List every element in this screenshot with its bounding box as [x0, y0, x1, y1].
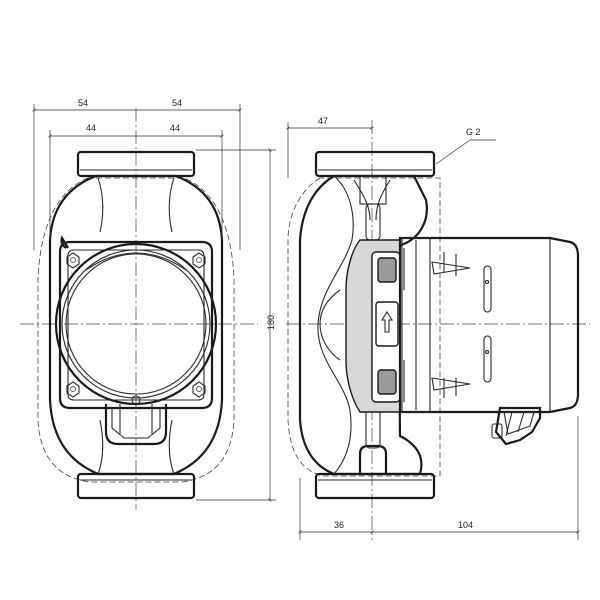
side-view: 47 G 2 36 104	[286, 116, 590, 540]
front-bolt-hex	[66, 252, 206, 398]
side-motor-housing	[398, 236, 580, 414]
dim-side-top: 47	[318, 116, 328, 126]
dim-front-outer-left: 54	[78, 98, 88, 108]
dim-side-bottom-left: 36	[334, 520, 344, 530]
dim-front-height: 180	[266, 315, 276, 330]
dim-front-outer-right: 54	[172, 98, 182, 108]
side-dimension-lines	[286, 122, 580, 540]
dim-front-inner-right: 44	[170, 123, 180, 133]
dim-front-inner-left: 44	[86, 123, 96, 133]
side-top-flange	[314, 150, 436, 178]
side-cooling-slots	[483, 265, 492, 383]
front-terminal-connector	[104, 404, 168, 446]
front-dimension-lines	[32, 104, 276, 502]
side-bottom-flange	[314, 472, 436, 500]
front-envelope-outline	[37, 177, 235, 483]
side-cable-plug	[494, 406, 542, 446]
arrow-up-icon	[381, 310, 393, 333]
side-control-button	[375, 301, 399, 347]
side-pump-body	[298, 174, 428, 476]
dim-side-thread: G 2	[466, 127, 481, 137]
side-envelope-outline	[287, 177, 441, 477]
front-motor-flange-plate	[58, 235, 214, 410]
side-housing-clips	[431, 252, 471, 398]
front-view: 54 54 44 44 180	[20, 98, 276, 510]
dim-side-bottom-right: 104	[458, 520, 473, 530]
